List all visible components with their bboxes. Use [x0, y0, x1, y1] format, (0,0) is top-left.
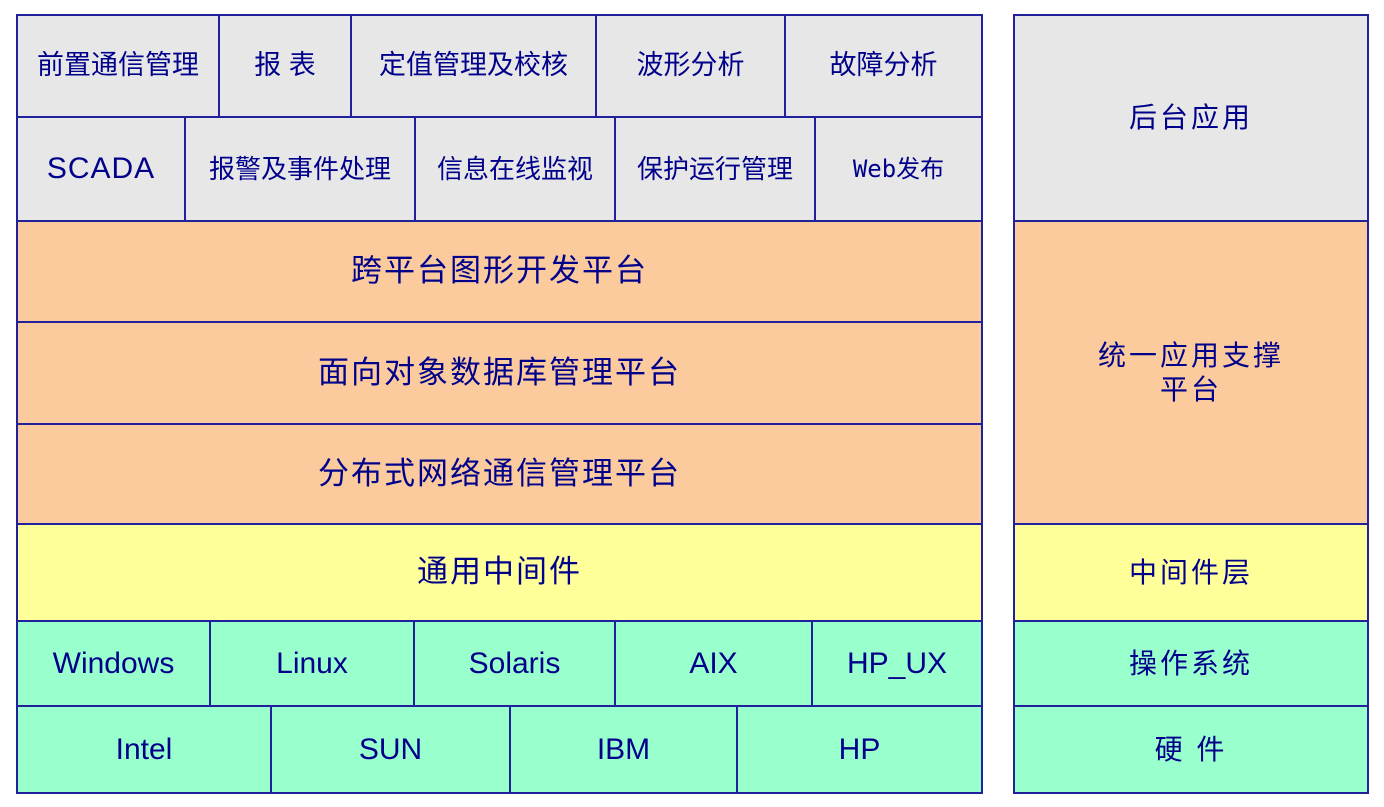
os-cell-linux[interactable]: Linux [209, 620, 415, 707]
cell-label: HP_UX [846, 646, 948, 680]
cell-label: 通用中间件 [417, 554, 582, 590]
layer-label-middleware-layer[interactable]: 中间件层 [1013, 523, 1369, 622]
platform-row-distributed-network-communication-management[interactable]: 分布式网络通信管理平台 [16, 423, 983, 525]
hardware-cell-ibm[interactable]: IBM [509, 705, 738, 794]
app-row1-cell-waveform-analysis[interactable]: 波形分析 [595, 14, 786, 118]
cell-label: Windows [52, 646, 175, 680]
cell-label: SUN [358, 732, 423, 766]
cell-label: 中间件层 [1128, 556, 1253, 588]
app-row2-cell-protection-operation-management[interactable]: 保护运行管理 [614, 116, 816, 222]
cell-label: 信息在线监视 [436, 153, 593, 184]
layer-label-background-application[interactable]: 后台应用 [1013, 14, 1369, 222]
cell-label: 保护运行管理 [636, 153, 793, 184]
app-row1-cell-fault-analysis[interactable]: 故障分析 [784, 14, 983, 118]
cell-label: 后台应用 [1128, 102, 1253, 134]
cell-label: 面向对象数据库管理平台 [318, 354, 681, 390]
hardware-cell-hp[interactable]: HP [736, 705, 983, 794]
cell-label: SCADA [46, 152, 156, 186]
os-cell-aix[interactable]: AIX [614, 620, 813, 707]
app-row2-cell-scada[interactable]: SCADA [16, 116, 186, 222]
cell-label: HP [838, 732, 881, 766]
platform-row-cross-platform-graphics-development[interactable]: 跨平台图形开发平台 [16, 220, 983, 323]
cell-label: 跨平台图形开发平台 [351, 253, 648, 289]
cell-label: AIX [689, 646, 738, 680]
cell-label: 故障分析 [829, 50, 938, 81]
right-layer-label-stack: 后台应用 统一应用支撑 平台 中间件层 操作系统 硬 件 [1013, 14, 1369, 794]
os-cell-solaris[interactable]: Solaris [413, 620, 616, 707]
cell-label: 报警及事件处理 [208, 153, 391, 184]
cell-label: Web发布 [852, 154, 945, 183]
cell-label: 硬 件 [1154, 733, 1228, 765]
app-row1-cell-front-end-communication[interactable]: 前置通信管理 [16, 14, 220, 118]
platform-row-object-oriented-database-management[interactable]: 面向对象数据库管理平台 [16, 321, 983, 425]
layer-label-hardware[interactable]: 硬 件 [1013, 705, 1369, 794]
cell-label: 操作系统 [1128, 647, 1253, 679]
cell-label: 前置通信管理 [37, 50, 199, 81]
cell-label: 报 表 [254, 50, 316, 81]
cell-label: 统一应用支撑 平台 [1097, 340, 1284, 405]
app-row2-cell-web-publishing[interactable]: Web发布 [814, 116, 983, 222]
hardware-cell-intel[interactable]: Intel [16, 705, 272, 794]
cell-label: 波形分析 [636, 50, 745, 81]
cell-label: IBM [596, 732, 651, 766]
layer-label-unified-application-support-platform[interactable]: 统一应用支撑 平台 [1013, 220, 1369, 525]
os-cell-hp-ux[interactable]: HP_UX [811, 620, 983, 707]
middleware-row-general-middleware[interactable]: 通用中间件 [16, 523, 983, 622]
cell-label: 分布式网络通信管理平台 [318, 455, 681, 491]
cell-label: Linux [276, 646, 348, 680]
hardware-cell-sun[interactable]: SUN [270, 705, 511, 794]
cell-label: 定值管理及校核 [379, 50, 568, 81]
app-row2-cell-alarm-and-event-processing[interactable]: 报警及事件处理 [184, 116, 416, 222]
app-row2-cell-online-information-monitoring[interactable]: 信息在线监视 [414, 116, 616, 222]
cell-label: Solaris [468, 646, 561, 680]
cell-label: Intel [115, 732, 173, 766]
app-row1-cell-setting-management-and-verification[interactable]: 定值管理及校核 [350, 14, 597, 118]
layer-label-operating-system[interactable]: 操作系统 [1013, 620, 1369, 707]
os-cell-windows[interactable]: Windows [16, 620, 211, 707]
app-row1-cell-report[interactable]: 报 表 [218, 14, 352, 118]
left-stack: 前置通信管理 报 表 定值管理及校核 波形分析 故障分析 SCADA 报警及事件… [16, 14, 983, 794]
